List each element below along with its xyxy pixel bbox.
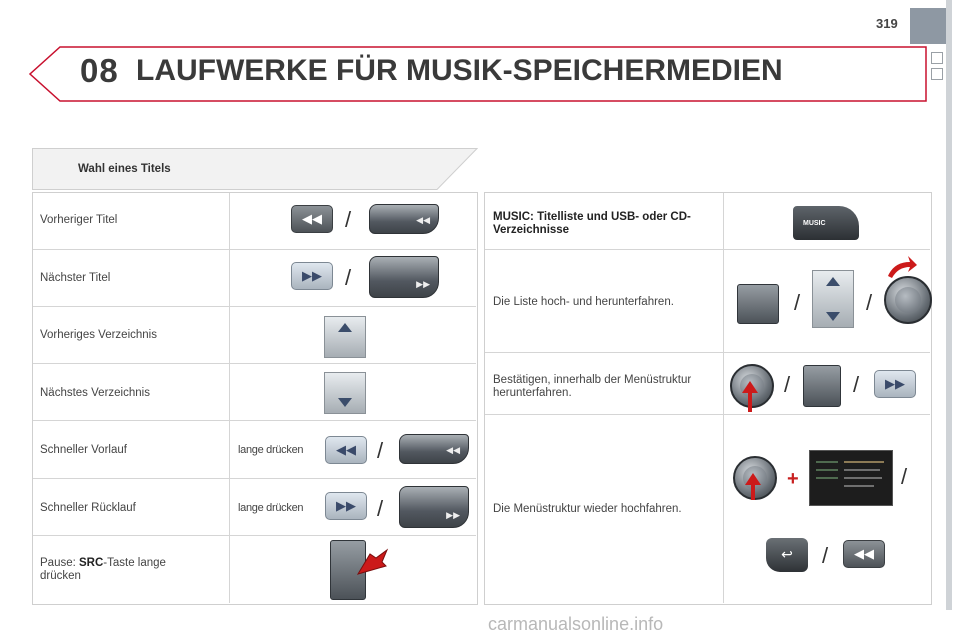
or-separator: / [377,438,384,463]
long-press-hint: lange drücken [238,502,304,514]
row-label-previous-folder: Vorheriges Verzeichnis [40,329,157,341]
row-divider [485,414,930,415]
steering-stalk-forward-icon: ▶▶ [369,256,439,298]
chapter-number: 08 [80,52,119,89]
row-divider [33,420,476,421]
row-label-music-list: MUSIC: Titelliste und USB- oder CD-Verze… [493,211,691,236]
chapter-banner [28,46,927,102]
or-separator: / [784,372,791,397]
rewind-button-icon: ◀◀ [291,205,333,233]
page-tab [910,8,946,44]
row-label-next-folder: Nächstes Verzeichnis [40,387,150,399]
pointer-arrow-icon [356,548,389,575]
forward-button-icon: ▶▶ [325,492,367,520]
page-title: LAUFWERKE FÜR MUSIK-SPEICHERMEDIEN [136,54,783,87]
column-divider [723,193,724,603]
arrow-up-icon [826,277,840,286]
row-divider [33,306,476,307]
plus-separator: + [787,468,799,490]
or-separator: / [866,290,873,315]
watermark: carmanualsonline.info [488,614,664,634]
row-divider [33,363,476,364]
row-divider [33,249,476,250]
row-label-pause: Pause: SRC-Taste lange drücken [40,557,166,582]
section-header-box [32,148,478,190]
press-arrow-icon [751,482,755,500]
press-arrow-icon [742,381,758,393]
row-label-fast-rewind: Schneller Rücklauf [40,502,136,514]
forward-button-icon: ▶▶ [874,370,916,398]
row-divider [33,478,476,479]
section-title: Wahl eines Titels [78,163,171,175]
press-arrow-icon [748,390,752,412]
row-label-confirm: Bestätigen, innerhalb der Menüstruktur h… [493,374,692,399]
press-arrow-icon [745,473,761,485]
row-divider [485,352,930,353]
row-label-previous-track: Vorheriger Titel [40,214,118,226]
or-separator: / [901,464,908,489]
row-label-scroll-list: Die Liste hoch- und herunterfahren. [493,296,674,308]
or-separator: / [794,290,801,315]
folder-down-key-icon [324,372,366,414]
long-press-hint: lange drücken [238,444,304,456]
rewind-button-icon: ◀◀ [325,436,367,464]
side-box [931,52,943,64]
side-box [931,68,943,80]
up-down-keys-icon [812,270,854,328]
row-label-go-up: Die Menüstruktur wieder hochfahren. [493,503,682,515]
or-separator: / [853,372,860,397]
thumbwheel-icon [737,284,779,324]
rotate-arrow-icon [888,256,917,278]
or-separator: / [822,543,829,568]
side-rule [946,0,952,610]
forward-button-icon: ▶▶ [291,262,333,290]
row-divider [33,535,476,536]
or-separator: / [377,496,384,521]
or-separator: / [345,265,352,290]
arrow-down-icon [338,398,352,407]
page-number: 319 [876,16,898,31]
right-table [484,192,932,605]
column-divider [229,193,230,603]
steering-stalk-rewind-icon: ◀◀ [369,204,439,234]
thumbwheel-icon [803,365,841,407]
or-separator: / [345,207,352,232]
folder-up-key-icon [324,316,366,358]
steering-stalk-rewind-icon: ◀◀ [399,434,469,464]
row-divider [485,249,930,250]
back-button-icon: ↩ [766,538,808,572]
menu-screen-icon [809,450,893,506]
music-button-icon: MUSIC [793,206,859,240]
arrow-up-icon [338,323,352,332]
arrow-down-icon [826,312,840,321]
rotary-knob-icon [884,276,932,324]
row-label-next-track: Nächster Titel [40,272,111,284]
rewind-button-icon: ◀◀ [843,540,885,568]
steering-stalk-forward-icon: ▶▶ [399,486,469,528]
row-label-fast-forward: Schneller Vorlauf [40,444,127,456]
